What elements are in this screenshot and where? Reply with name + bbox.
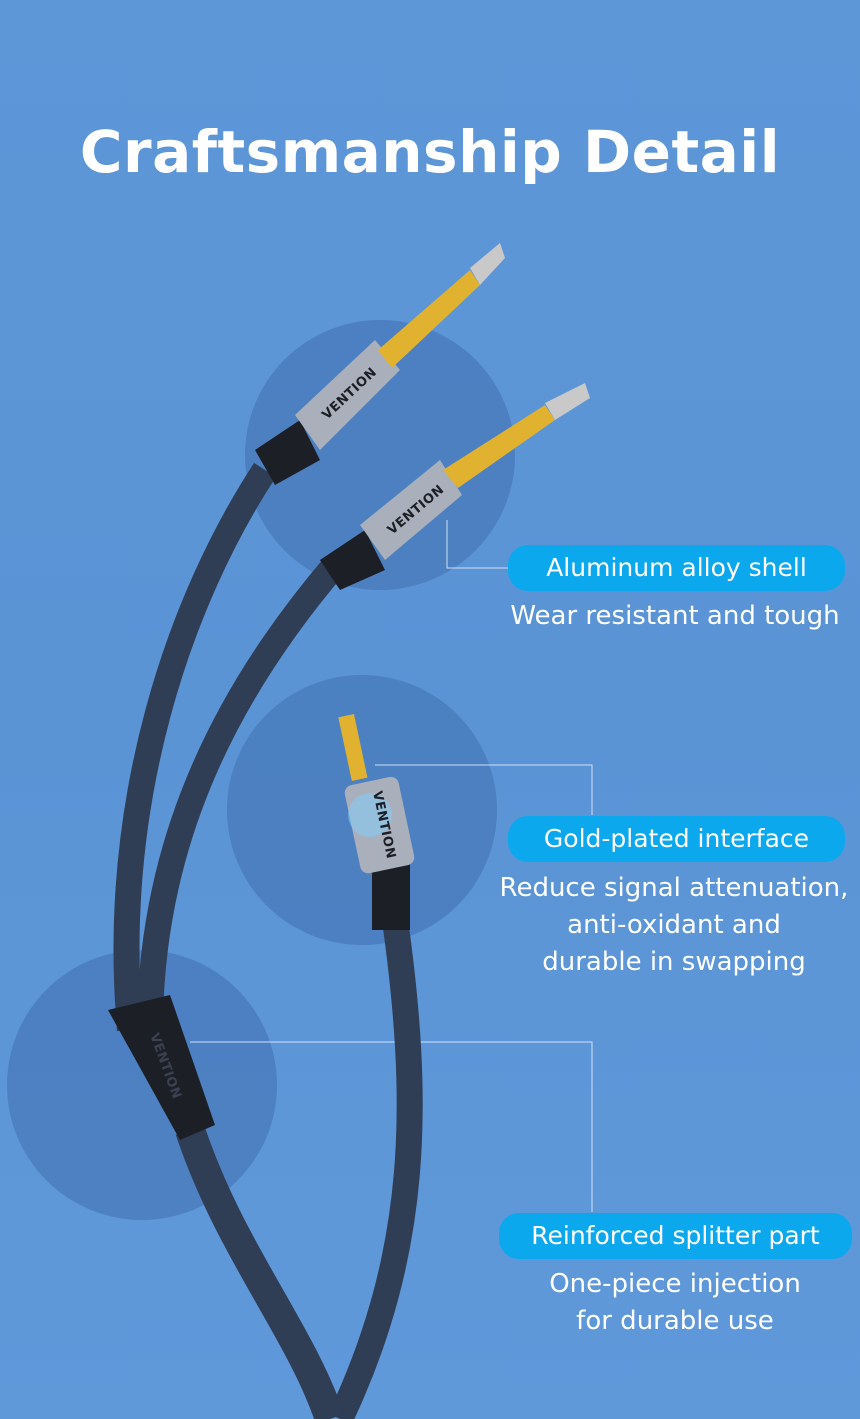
description-line: Reduce signal attenuation, [499,873,849,903]
cable-left [113,462,276,1032]
jack-plug: VENTION [338,714,415,930]
cable-jack [328,918,423,1419]
description-line: durable in swapping [542,947,806,977]
cable-main [175,1125,345,1419]
feature-label-aluminum-shell: Aluminum alloy shell [508,545,845,591]
leader-line-2 [375,764,593,815]
feature-description: Reduce signal attenuation, anti-oxidant … [488,870,860,981]
feature-description: One-piece injection for durable use [490,1266,860,1340]
description-line: for durable use [576,1306,774,1336]
description-line: anti-oxidant and [567,910,781,940]
description-line: Wear resistant and tough [510,601,840,631]
page-title: Craftsmanship Detail [79,118,781,186]
feature-description: Wear resistant and tough [490,598,860,635]
cable-right [137,556,345,1031]
leader-line-3 [190,1041,593,1212]
feature-label-gold-plated: Gold-plated interface [508,816,845,862]
leader-line-1 [446,520,510,569]
feature-label-splitter: Reinforced splitter part [499,1213,852,1259]
description-line: One-piece injection [549,1269,801,1299]
splitter: VENTION [108,995,215,1140]
